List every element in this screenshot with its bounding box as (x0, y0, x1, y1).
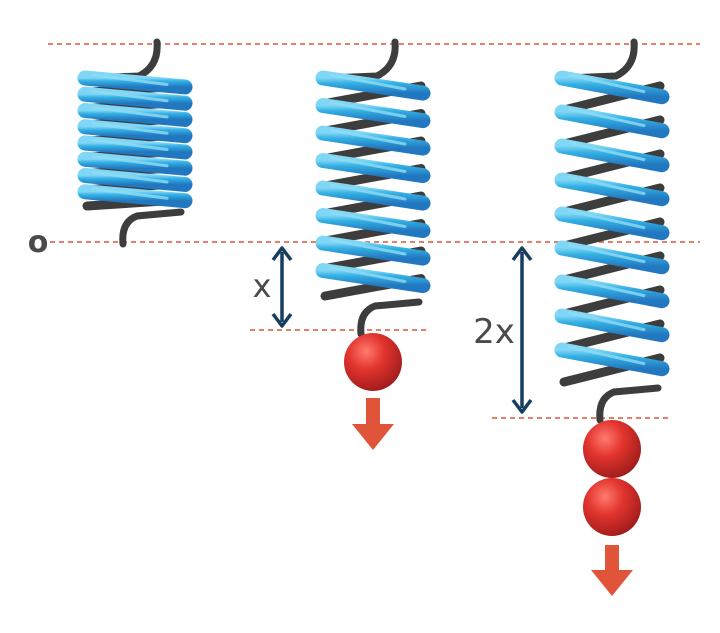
mass-ball-1 (344, 333, 402, 391)
mass-ball-3 (583, 478, 641, 536)
spring-one-mass (315, 38, 431, 338)
spring-coil (315, 235, 431, 266)
spring-coil (315, 70, 431, 101)
spring-bottom-wire (596, 384, 662, 424)
mass-ball-2 (583, 420, 641, 478)
spring-two-masses (554, 38, 670, 424)
spring-coil (77, 151, 193, 176)
spring-coil (77, 184, 193, 209)
spring-bottom-wire (119, 208, 185, 248)
spring-coil (554, 308, 670, 343)
spring-coil (554, 104, 670, 139)
spring-coil (554, 342, 670, 377)
displacement-2x-arrow (511, 246, 533, 414)
spring-coil (77, 119, 193, 144)
spring-coil (77, 70, 193, 95)
spring-coil (77, 103, 193, 127)
spring-hook-wire (323, 38, 399, 82)
displacement-x-arrow (271, 246, 293, 328)
force-arrow-down-icon (352, 398, 394, 450)
origin-label: o (28, 225, 49, 260)
spring-coil (315, 263, 431, 294)
spring-coil (315, 98, 431, 129)
spring-coil (315, 153, 431, 184)
force-arrow-down-icon (591, 545, 633, 596)
spring-coil (315, 208, 431, 239)
displacement-2x-label: 2x (473, 312, 515, 352)
spring-coil (554, 70, 670, 105)
spring-coil (315, 125, 431, 156)
displacement-x-label: x (253, 267, 272, 305)
spring-unloaded (77, 38, 193, 248)
spring-coil (77, 168, 193, 192)
spring-coil (77, 135, 193, 160)
spring-coil (315, 180, 431, 211)
spring-coil (554, 274, 670, 309)
spring-coil (554, 172, 670, 207)
spring-bottom-wire (357, 298, 423, 338)
spring-coil (554, 206, 670, 241)
spring-hook-wire (562, 38, 638, 82)
spring-coil (554, 240, 670, 275)
spring-coil (77, 86, 193, 111)
spring-coil (554, 138, 670, 173)
